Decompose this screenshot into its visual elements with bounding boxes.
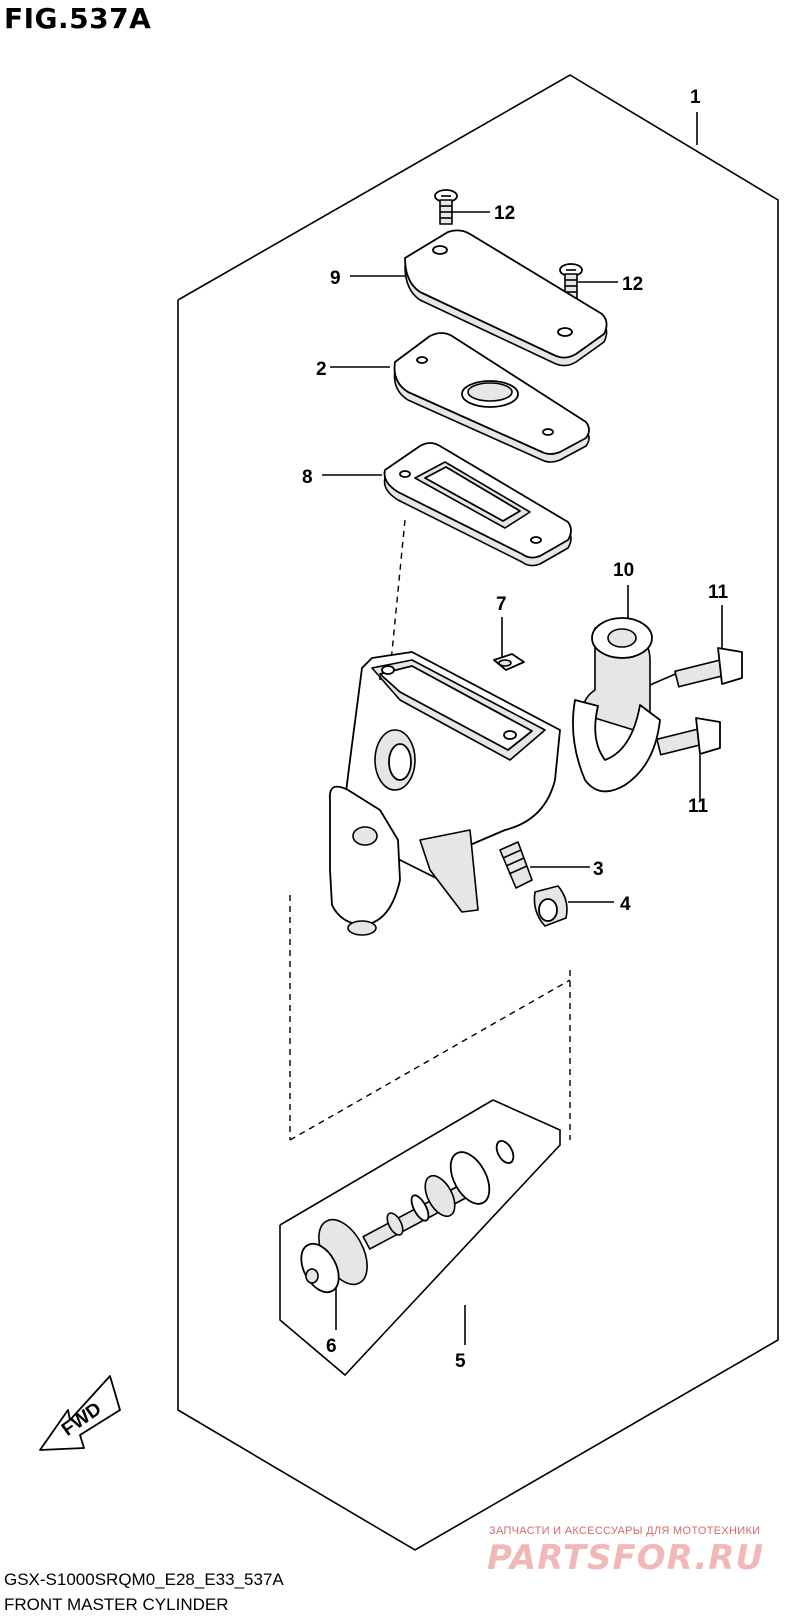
clamp-10 [572,617,681,793]
boot-6 [300,1218,368,1294]
callout-9: 9 [330,268,341,289]
piston-assembly [362,1140,515,1250]
callout-12: 12 [622,274,643,295]
callout-8: 8 [302,467,313,488]
leader-lines [322,112,723,1345]
watermark-tagline: ЗАПЧАСТИ И АКСЕССУАРЫ ДЛЯ МОТОТЕХНИКИ [489,1525,761,1537]
callout-2: 2 [316,359,327,380]
diaphragm-plate-2 [393,332,590,463]
screw-12-right [559,263,583,299]
callout-4: 4 [620,894,631,915]
figure-code: GSX-S1000SRQM0_E28_E33_537A [4,1570,284,1589]
callout-1: 1 [690,87,701,108]
figure-description: FRONT MASTER CYLINDER [4,1595,229,1614]
diaphragm-8 [383,442,572,567]
callout-7: 7 [496,594,507,615]
reservoir-cap-9 [404,229,608,367]
bleeder-cap-4 [533,885,568,927]
clip-7 [493,653,525,671]
bolt-11-upper [674,647,743,688]
callout-6: 6 [326,1336,337,1357]
callout-3: 3 [593,859,604,880]
assembly-outline [177,74,779,1551]
callout-10: 10 [613,560,634,581]
callout-5: 5 [455,1351,466,1372]
figure-title: FIG.537A [4,2,152,35]
bolt-11-lower [656,717,721,756]
alignment-lines [289,519,571,1141]
fwd-arrow-icon: FWD [39,1375,121,1451]
callout-11: 11 [688,796,709,817]
callout-12: 12 [494,203,515,224]
callout-labels: 1 12 9 12 2 8 10 11 7 11 3 4 6 5 [302,87,729,1372]
screw-12-top [434,189,458,225]
watermark-logo: PARTSFOR.RU [487,1538,765,1578]
piston-kit-box-5 [279,1099,561,1377]
master-cylinder-body [328,651,561,936]
callout-11: 11 [708,582,729,603]
bleeder-valve-3 [499,841,533,889]
